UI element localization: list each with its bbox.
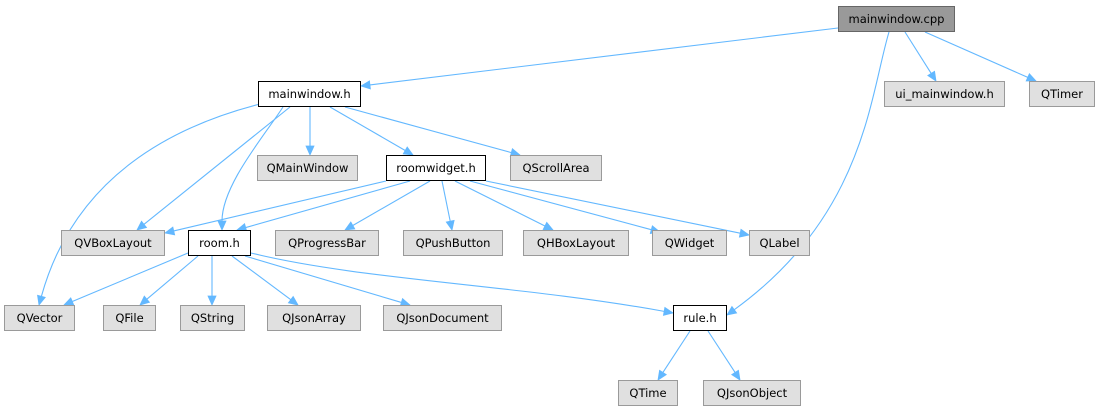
node-qmainwindow[interactable]: QMainWindow bbox=[257, 155, 358, 181]
arrowhead-mainwindow_cpp-to-ui_mainwindow_h bbox=[927, 70, 937, 82]
arrowhead-mainwindow_h-to-roomwidget_h bbox=[402, 146, 414, 156]
arrowhead-mainwindow_h-to-room_h bbox=[217, 220, 227, 231]
arrowhead-room_h-to-qfile bbox=[139, 295, 151, 306]
node-qstring[interactable]: QString bbox=[180, 305, 245, 331]
node-qwidget[interactable]: QWidget bbox=[652, 230, 727, 256]
edge-mainwindow-cpp-to-qtimer bbox=[924, 31, 1028, 78]
edge-room-h-to-qfile bbox=[146, 255, 199, 300]
node-room-h[interactable]: room.h bbox=[188, 230, 251, 256]
node-roomwidget-h[interactable]: roomwidget.h bbox=[386, 155, 486, 181]
edge-rule-h-to-qtime bbox=[662, 330, 691, 373]
arrowhead-rule_h-to-qtime bbox=[657, 369, 668, 381]
node-ui-mainwindow-h[interactable]: ui_mainwindow.h bbox=[884, 81, 1005, 107]
node-qtimer[interactable]: QTimer bbox=[1029, 81, 1095, 107]
arrowhead-roomwidget_h-to-qhboxlayout bbox=[542, 221, 554, 231]
node-qtime[interactable]: QTime bbox=[618, 380, 678, 406]
edge-roomwidget-h-to-room-h bbox=[245, 180, 411, 229]
edge-roomwidget-h-to-qprogressbar bbox=[352, 180, 431, 226]
node-qprogressbar[interactable]: QProgressBar bbox=[275, 230, 379, 256]
node-qfile[interactable]: QFile bbox=[103, 305, 156, 331]
arrowhead-roomwidget_h-to-qprogressbar bbox=[344, 221, 356, 231]
arrowhead-roomwidget_h-to-qvboxlayout bbox=[164, 226, 176, 236]
edge-roomwidget-h-to-qlabel bbox=[485, 180, 741, 234]
arrowhead-mainwindow_h-to-qvboxlayout bbox=[136, 220, 148, 231]
edge-roomwidget-h-to-qpushbutton bbox=[441, 180, 451, 222]
arrowhead-roomwidget_h-to-qlabel bbox=[738, 228, 750, 238]
edge-mainwindow-cpp-to-ui-mainwindow-h bbox=[904, 31, 932, 74]
edge-mainwindow-h-to-roomwidget-h bbox=[329, 106, 406, 151]
edge-roomwidget-h-to-qwidget bbox=[469, 180, 652, 231]
node-qjsonobject[interactable]: QJsonObject bbox=[703, 380, 801, 406]
edge-rule-h-to-qjsonobject bbox=[707, 330, 736, 373]
node-qscrollarea[interactable]: QScrollArea bbox=[510, 155, 602, 181]
edge-roomwidget-h-to-qhboxlayout bbox=[454, 180, 546, 227]
edge-room-h-to-qjsondocument bbox=[244, 255, 402, 303]
node-qhboxlayout[interactable]: QHBoxLayout bbox=[523, 230, 629, 256]
node-qjsondocument[interactable]: QJsonDocument bbox=[383, 305, 502, 331]
node-qjsonarray[interactable]: QJsonArray bbox=[267, 305, 361, 331]
edge-room-h-to-qvector bbox=[72, 252, 189, 303]
edge-mainwindow-h-to-qvector bbox=[40, 102, 265, 297]
arrowhead-mainwindow_cpp-to-qtimer bbox=[1025, 72, 1037, 82]
arrowhead-rule_h-to-qjsonobject bbox=[730, 369, 741, 381]
node-qlabel[interactable]: QLabel bbox=[749, 230, 810, 256]
edge-room-h-to-qjsonarray bbox=[231, 255, 292, 301]
arrowhead-mainwindow_cpp-to-mainwindow_h bbox=[360, 80, 371, 90]
node-qvboxlayout[interactable]: QVBoxLayout bbox=[61, 230, 165, 256]
arrowhead-room_h-to-rule_h bbox=[662, 306, 674, 316]
node-mainwindow-cpp: mainwindow.cpp bbox=[838, 6, 955, 32]
edge-mainwindow-cpp-to-mainwindow-h bbox=[369, 27, 839, 86]
edge-mainwindow-h-to-qvboxlayout bbox=[143, 106, 291, 225]
node-mainwindow-h[interactable]: mainwindow.h bbox=[258, 81, 361, 107]
arrowhead-roomwidget_h-to-qpushbutton bbox=[445, 219, 455, 231]
edge-roomwidget-h-to-qvboxlayout bbox=[173, 180, 387, 232]
node-qpushbutton[interactable]: QPushButton bbox=[403, 230, 503, 256]
edge-room-h-to-rule-h bbox=[250, 252, 665, 312]
edge-mainwindow-h-to-qscrollarea bbox=[344, 106, 512, 154]
arrowhead-mainwindow_cpp-to-rule_h bbox=[726, 305, 738, 316]
arrowhead-room_h-to-qjsonarray bbox=[287, 295, 299, 306]
edge-mainwindow-cpp-to-rule-h bbox=[733, 31, 890, 311]
arrowhead-mainwindow_h-to-qvector bbox=[37, 294, 46, 306]
arrowhead-room_h-to-qstring bbox=[207, 295, 217, 306]
arrowhead-mainwindow_h-to-qmainwindow bbox=[305, 145, 315, 156]
node-rule-h[interactable]: rule.h bbox=[673, 305, 727, 331]
edge-mainwindow-h-to-room-h bbox=[221, 106, 284, 222]
node-qvector[interactable]: QVector bbox=[4, 305, 75, 331]
